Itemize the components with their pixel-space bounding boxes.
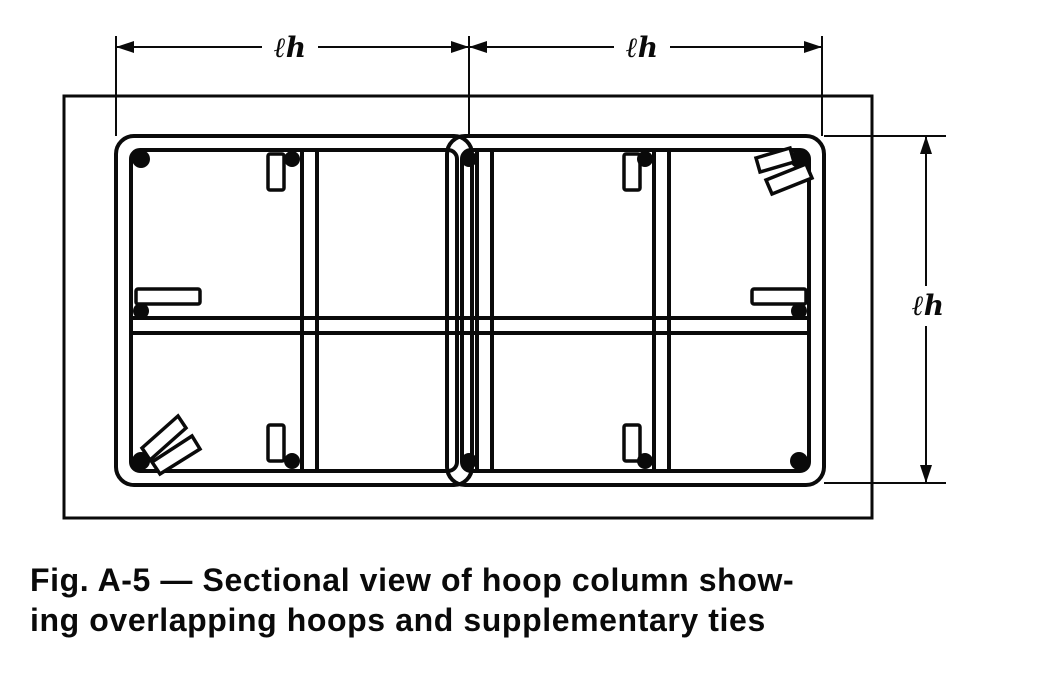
arrowhead bbox=[804, 41, 822, 53]
hoop-left bbox=[114, 134, 474, 487]
arrowhead bbox=[920, 136, 932, 154]
tie-hook-top-right bbox=[622, 152, 642, 192]
tie-hook-mid-right bbox=[750, 287, 808, 306]
bar bbox=[284, 151, 300, 167]
figure-caption: Fig. A-5 — Sectional view of hoop column… bbox=[30, 560, 1030, 640]
bar bbox=[791, 303, 807, 319]
bar bbox=[132, 452, 150, 470]
supplementary-tie-vertical-left bbox=[300, 150, 319, 471]
hoop-right bbox=[445, 134, 826, 487]
bar bbox=[132, 150, 150, 168]
hoop-hook-bottom-left bbox=[139, 413, 203, 477]
bar bbox=[284, 453, 300, 469]
dim-label-top-right: ℓh bbox=[625, 31, 658, 64]
tie-hook-bottom-left bbox=[266, 423, 286, 463]
arrowhead bbox=[116, 41, 134, 53]
supplementary-tie-vertical-overlap bbox=[475, 150, 494, 471]
supplementary-tie-horizontal bbox=[131, 316, 809, 335]
tie-hooks bbox=[134, 152, 808, 463]
longitudinal-bars bbox=[132, 150, 808, 470]
bar bbox=[637, 151, 653, 167]
caption-line-1: Fig. A-5 — Sectional view of hoop column… bbox=[30, 562, 795, 598]
dim-label-right-vertical: ℓh bbox=[911, 289, 944, 322]
arrowhead bbox=[451, 41, 469, 53]
dim-label-top-left: ℓh bbox=[273, 31, 306, 64]
bar bbox=[790, 452, 808, 470]
tie-hook-mid-left bbox=[134, 287, 202, 306]
bar bbox=[133, 303, 149, 319]
supplementary-tie-vertical-right bbox=[652, 150, 671, 471]
tie-hook-bottom-right bbox=[622, 423, 642, 463]
bar bbox=[461, 151, 477, 167]
caption-line-2: ing overlapping hoops and supplementary … bbox=[30, 602, 766, 638]
arrowhead bbox=[920, 465, 932, 483]
bar bbox=[461, 453, 477, 469]
hoop-column-section-diagram: ℓh ℓh ℓh bbox=[62, 31, 946, 520]
arrowhead bbox=[469, 41, 487, 53]
hoop-hook-top-right bbox=[753, 145, 815, 197]
bar bbox=[637, 453, 653, 469]
tie-hook-top-left bbox=[266, 152, 286, 192]
